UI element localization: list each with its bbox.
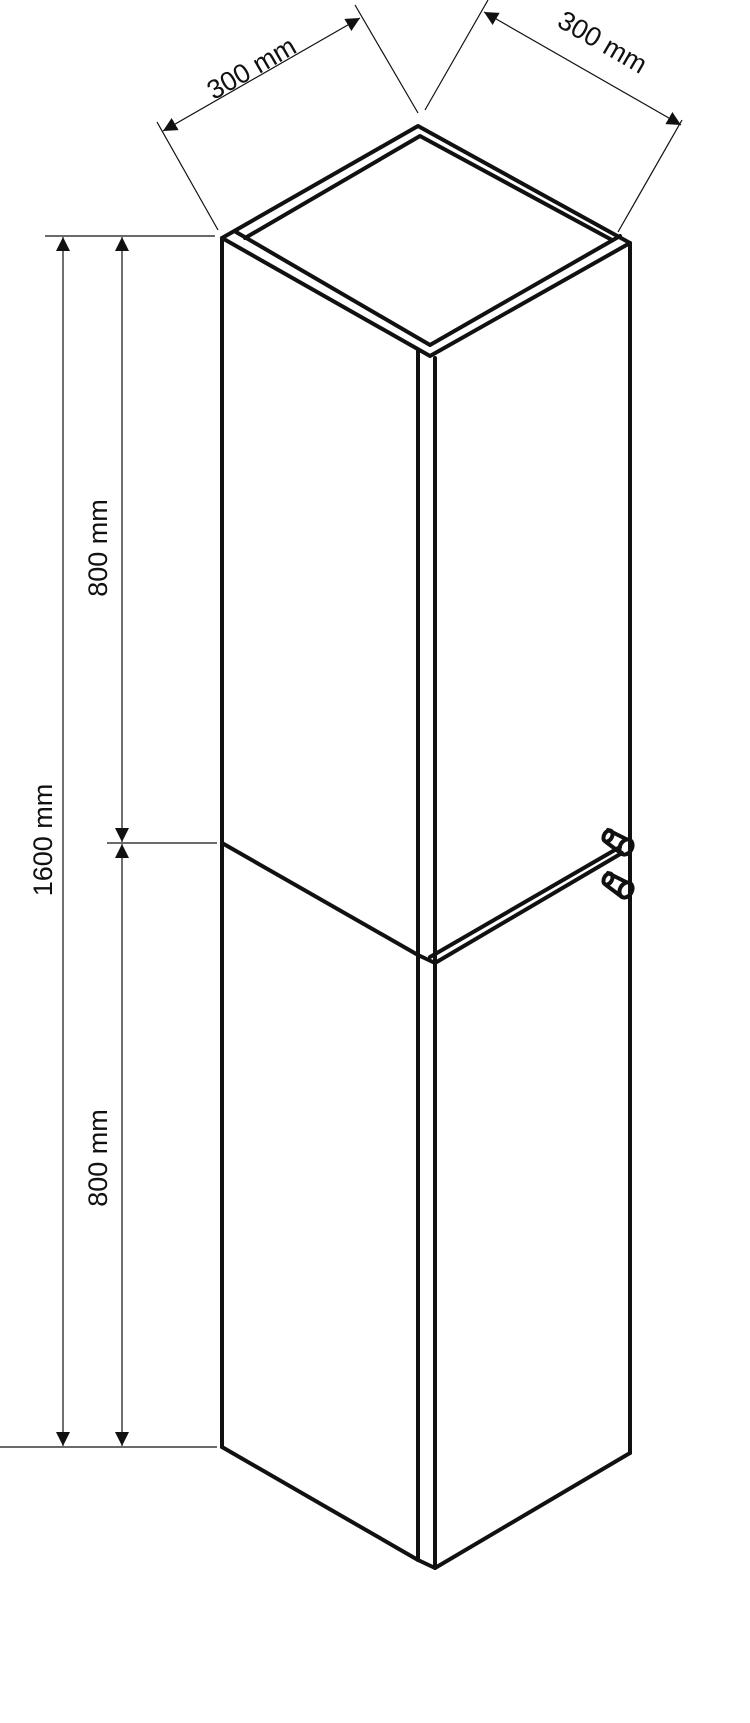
extension-lines <box>0 0 683 1448</box>
cabinet-bottom-edge <box>220 1445 632 1570</box>
label-total-height: 1600 mm <box>28 784 58 897</box>
handle-lower-icon <box>601 871 635 900</box>
cabinet <box>220 124 635 1570</box>
cabinet-top-front-edge <box>234 230 622 347</box>
label-lower-height: 800 mm <box>83 1109 113 1207</box>
dimension-line-depth <box>483 11 682 126</box>
dimension-line-width <box>162 17 361 132</box>
label-depth: 300 mm <box>553 5 652 80</box>
handle-upper-icon <box>601 828 635 857</box>
label-width: 300 mm <box>202 31 301 106</box>
door-divider-line <box>220 841 624 965</box>
cabinet-top-face <box>220 124 632 358</box>
label-upper-height: 800 mm <box>83 499 113 597</box>
door-divider-line-2 <box>428 845 622 959</box>
cabinet-top-inner-edge <box>243 134 614 242</box>
